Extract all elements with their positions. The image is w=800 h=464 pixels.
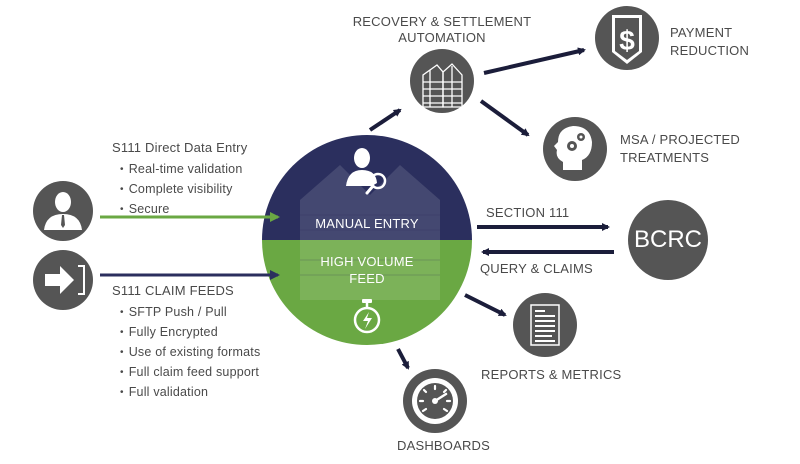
recovery-line1: RECOVERY & SETTLEMENT: [352, 14, 532, 29]
stopwatch-lightning-icon: [353, 299, 381, 334]
msa-line1: MSA / PROJECTED: [620, 132, 741, 147]
building-watermark: [300, 165, 440, 300]
bullet-item: Fully Encrypted: [120, 323, 260, 343]
high-volume-line1: HIGH VOLUME: [320, 254, 414, 269]
claim-feeds-bullets: SFTP Push / Pull Fully Encrypted Use of …: [112, 303, 261, 403]
dashboards-label: DASHBOARDS: [397, 438, 491, 453]
direct-entry-bullets: Real-time validation Complete visibility…: [112, 160, 247, 220]
bullet-item: Full validation: [120, 383, 260, 403]
dollar-shield-icon: $: [595, 6, 659, 70]
import-arrow-icon: [33, 250, 93, 310]
high-volume-line2: FEED: [349, 271, 385, 286]
section111-label: SECTION 111: [486, 205, 570, 220]
recovery-line2: AUTOMATION: [398, 30, 486, 45]
speedometer-icon: [403, 369, 467, 433]
hub-to-recovery-arrow: [368, 108, 402, 132]
payment-line1: PAYMENT: [670, 25, 733, 40]
bullet-item: Secure: [120, 200, 247, 220]
buildings-icon: [410, 49, 474, 113]
payment-line2: REDUCTION: [670, 43, 750, 58]
recovery-to-payment-arrow: [483, 47, 586, 75]
user-search-icon: [346, 148, 387, 195]
reports-label: REPORTS & METRICS: [481, 367, 622, 382]
recovery-to-msa-arrow: [479, 99, 530, 137]
head-gears-icon: [543, 117, 607, 181]
person-tie-icon: [33, 181, 93, 241]
hub-to-reports-arrow: [464, 293, 507, 317]
direct-entry-title: S111 Direct Data Entry: [112, 140, 248, 155]
bullet-item: SFTP Push / Pull: [120, 303, 260, 323]
bullet-item: Full claim feed support: [120, 363, 260, 383]
query-claims-label: QUERY & CLAIMS: [480, 261, 593, 276]
hub-circle: [262, 135, 472, 345]
payment-label: PAYMENT REDUCTION: [670, 24, 749, 60]
recovery-label: RECOVERY & SETTLEMENT AUTOMATION: [352, 14, 532, 46]
claim-feeds-block: S111 CLAIM FEEDS SFTP Push / Pull Fully …: [112, 283, 260, 403]
document-icon: [513, 293, 577, 357]
bullet-item: Use of existing formats: [120, 343, 261, 363]
bullet-item: Real-time validation: [120, 160, 247, 180]
bullet-item: Complete visibility: [120, 180, 247, 200]
direct-entry-block: S111 Direct Data Entry Real-time validat…: [112, 140, 247, 220]
high-volume-feed-label: HIGH VOLUME FEED: [287, 253, 447, 287]
msa-label: MSA / PROJECTED TREATMENTS: [620, 131, 740, 167]
bcrc-label: BCRC: [633, 226, 702, 253]
manual-entry-label: MANUAL ENTRY: [315, 216, 419, 231]
msa-line2: TREATMENTS: [620, 150, 710, 165]
bcrc-circle: [628, 200, 708, 280]
svg-text:$: $: [619, 25, 635, 56]
hub-to-dashboards-arrow: [396, 348, 410, 370]
claim-feeds-title: S111 CLAIM FEEDS: [112, 283, 234, 298]
